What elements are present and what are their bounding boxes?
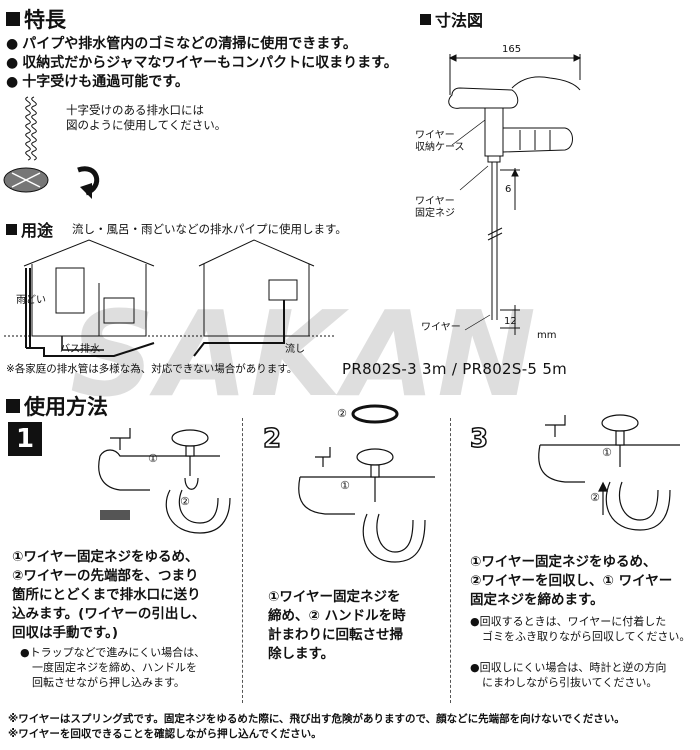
label-wire-case: ワイヤー 収納ケース (415, 130, 465, 153)
step-divider (450, 418, 451, 703)
step-1-subnote: ●トラップなどで進みにくい場合は、 一度固定ネジを締め、ハンドルを 回転させなが… (20, 646, 206, 689)
step-3-text: ①ワイヤー固定ネジをゆるめ、 ②ワイヤーを回収し、① ワイヤー 固定ネジを締めま… (470, 554, 673, 608)
marker-1: ① (340, 479, 350, 492)
usage-note: ※各家庭の排水管は多様な為、対応できない場合があります。 (6, 363, 298, 375)
label-fixing-screw: ワイヤー 固定ネジ (415, 196, 455, 219)
step-1-illustration (98, 428, 231, 534)
footer-notes: ※ワイヤーはスプリング式です。固定ネジをゆるめた際に、飛び出す危険がありますので… (8, 713, 625, 740)
heading-square-icon (6, 223, 17, 235)
step-3-subnote-1: ●回収するときは、ワイヤーに付着した ゴミをふき取りながら回収してください。 (470, 615, 691, 643)
dim-unit: mm (537, 330, 557, 341)
marker-2: ② (337, 407, 347, 420)
gutter-label: 雨どい (16, 295, 46, 306)
step-3-number: 3 (462, 422, 496, 456)
coil-drain-illustration (3, 96, 100, 199)
step-2-text: ①ワイヤー固定ネジを 締め、② ハンドルを時 計まわりに回転させ掃 除します。 (268, 589, 406, 662)
sink-label: 流し (285, 344, 305, 355)
step-1-text: ①ワイヤー固定ネジをゆるめ、 ②ワイヤーの先端部を、つまり 箇所にとどくまで排水… (12, 549, 206, 641)
heading-square-icon (6, 12, 20, 26)
feature-item: 十字受けも通過可能です。 (6, 73, 406, 92)
cross-drain-note: 十字受けのある排水口には 図のように使用してください。 (66, 103, 227, 132)
step-3-subnote-2: ●回収しにくい場合は、時計と逆の方向 にまわしながら引抜いてください。 (470, 661, 667, 689)
marker-1: ① (602, 446, 612, 459)
usage-heading: 用途 (6, 217, 53, 241)
bath-drain-label: バス排水 (60, 344, 100, 355)
dimension-drawing (448, 54, 582, 335)
usage-description: 流し・風呂・雨どいなどの排水パイプに使用します。 (72, 222, 347, 236)
model-names: PR802S-3 3m / PR802S-5 5m (342, 360, 568, 378)
features-heading: 特長 (6, 4, 66, 34)
marker-1: ① (148, 452, 158, 465)
features-list: パイプや排水管内のゴミなどの清掃に使用できます。 収納式だからジャマなワイヤーも… (6, 35, 406, 92)
step-1-number: 1 (8, 422, 42, 456)
house-drain-illustration (4, 239, 334, 357)
dim-width: 165 (502, 44, 522, 55)
step-2-number: 2 (255, 422, 289, 456)
dim-6: 6 (505, 184, 512, 195)
feature-item: パイプや排水管内のゴミなどの清掃に使用できます。 (6, 35, 406, 54)
heading-square-icon (420, 13, 431, 25)
marker-2: ② (180, 495, 190, 508)
step-3-illustration (538, 414, 680, 531)
marker-2: ② (590, 491, 600, 504)
dimensions-heading: 寸法図 (420, 7, 483, 31)
heading-square-icon (6, 399, 20, 413)
method-heading: 使用方法 (6, 391, 108, 421)
dim-12: 12 (504, 316, 517, 327)
label-wire: ワイヤー (421, 322, 461, 333)
step-2-illustration (298, 404, 435, 563)
feature-item: 収納式だからジャマなワイヤーもコンパクトに収まります。 (6, 54, 406, 73)
step-divider (242, 418, 243, 703)
